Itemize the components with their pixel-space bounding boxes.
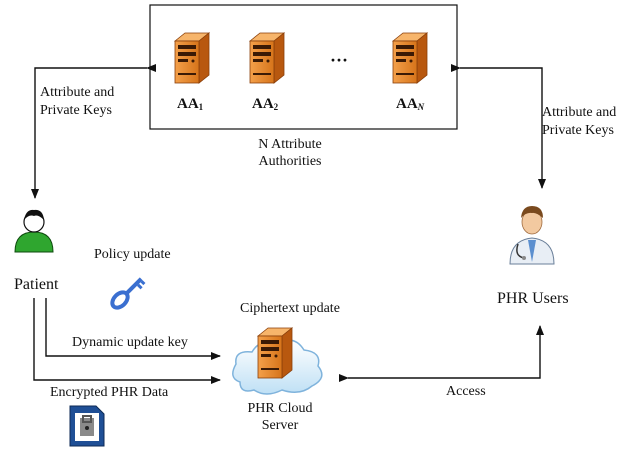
authorities-caption-line1: N Attribute [258,137,322,152]
policy-update-label: Policy update [94,247,171,262]
aa1-label: AA1 [177,96,204,112]
cloud-server-icon [257,327,293,379]
server-icon-aan [392,32,428,84]
dynamic-update-key-label: Dynamic update key [72,335,188,350]
ellipsis: ··· [330,50,349,70]
encrypted-document-icon [69,405,105,447]
key-icon [110,277,146,310]
access-arrow [339,325,544,382]
patient-label: Patient [14,276,59,293]
doctor-icon [509,206,555,265]
authorities-caption-line2: Authorities [258,154,322,169]
server-icon-aa1 [174,32,210,84]
right-keys-arrow [451,64,546,189]
aan-label: AAN [396,96,425,112]
right-keys-label-line1: Attribute and [542,105,617,120]
cloud-label-line1: PHR Cloud [247,401,313,416]
encrypted-phr-data-label: Encrypted PHR Data [50,385,169,400]
aa2-label: AA2 [252,96,279,112]
encrypted-data-arrow [33,298,221,384]
access-label: Access [446,384,486,399]
phr-users-label: PHR Users [497,290,569,307]
patient-icon [14,209,54,253]
cloud-label-line2: Server [261,418,299,433]
server-icon-aa2 [249,32,285,84]
left-keys-arrow [31,64,156,199]
left-keys-label-line1: Attribute and [40,85,115,100]
left-keys-label-line2: Private Keys [40,103,112,118]
dynamic-update-arrow [45,298,221,360]
ciphertext-update-label: Ciphertext update [240,301,340,316]
right-keys-label-line2: Private Keys [542,123,614,138]
